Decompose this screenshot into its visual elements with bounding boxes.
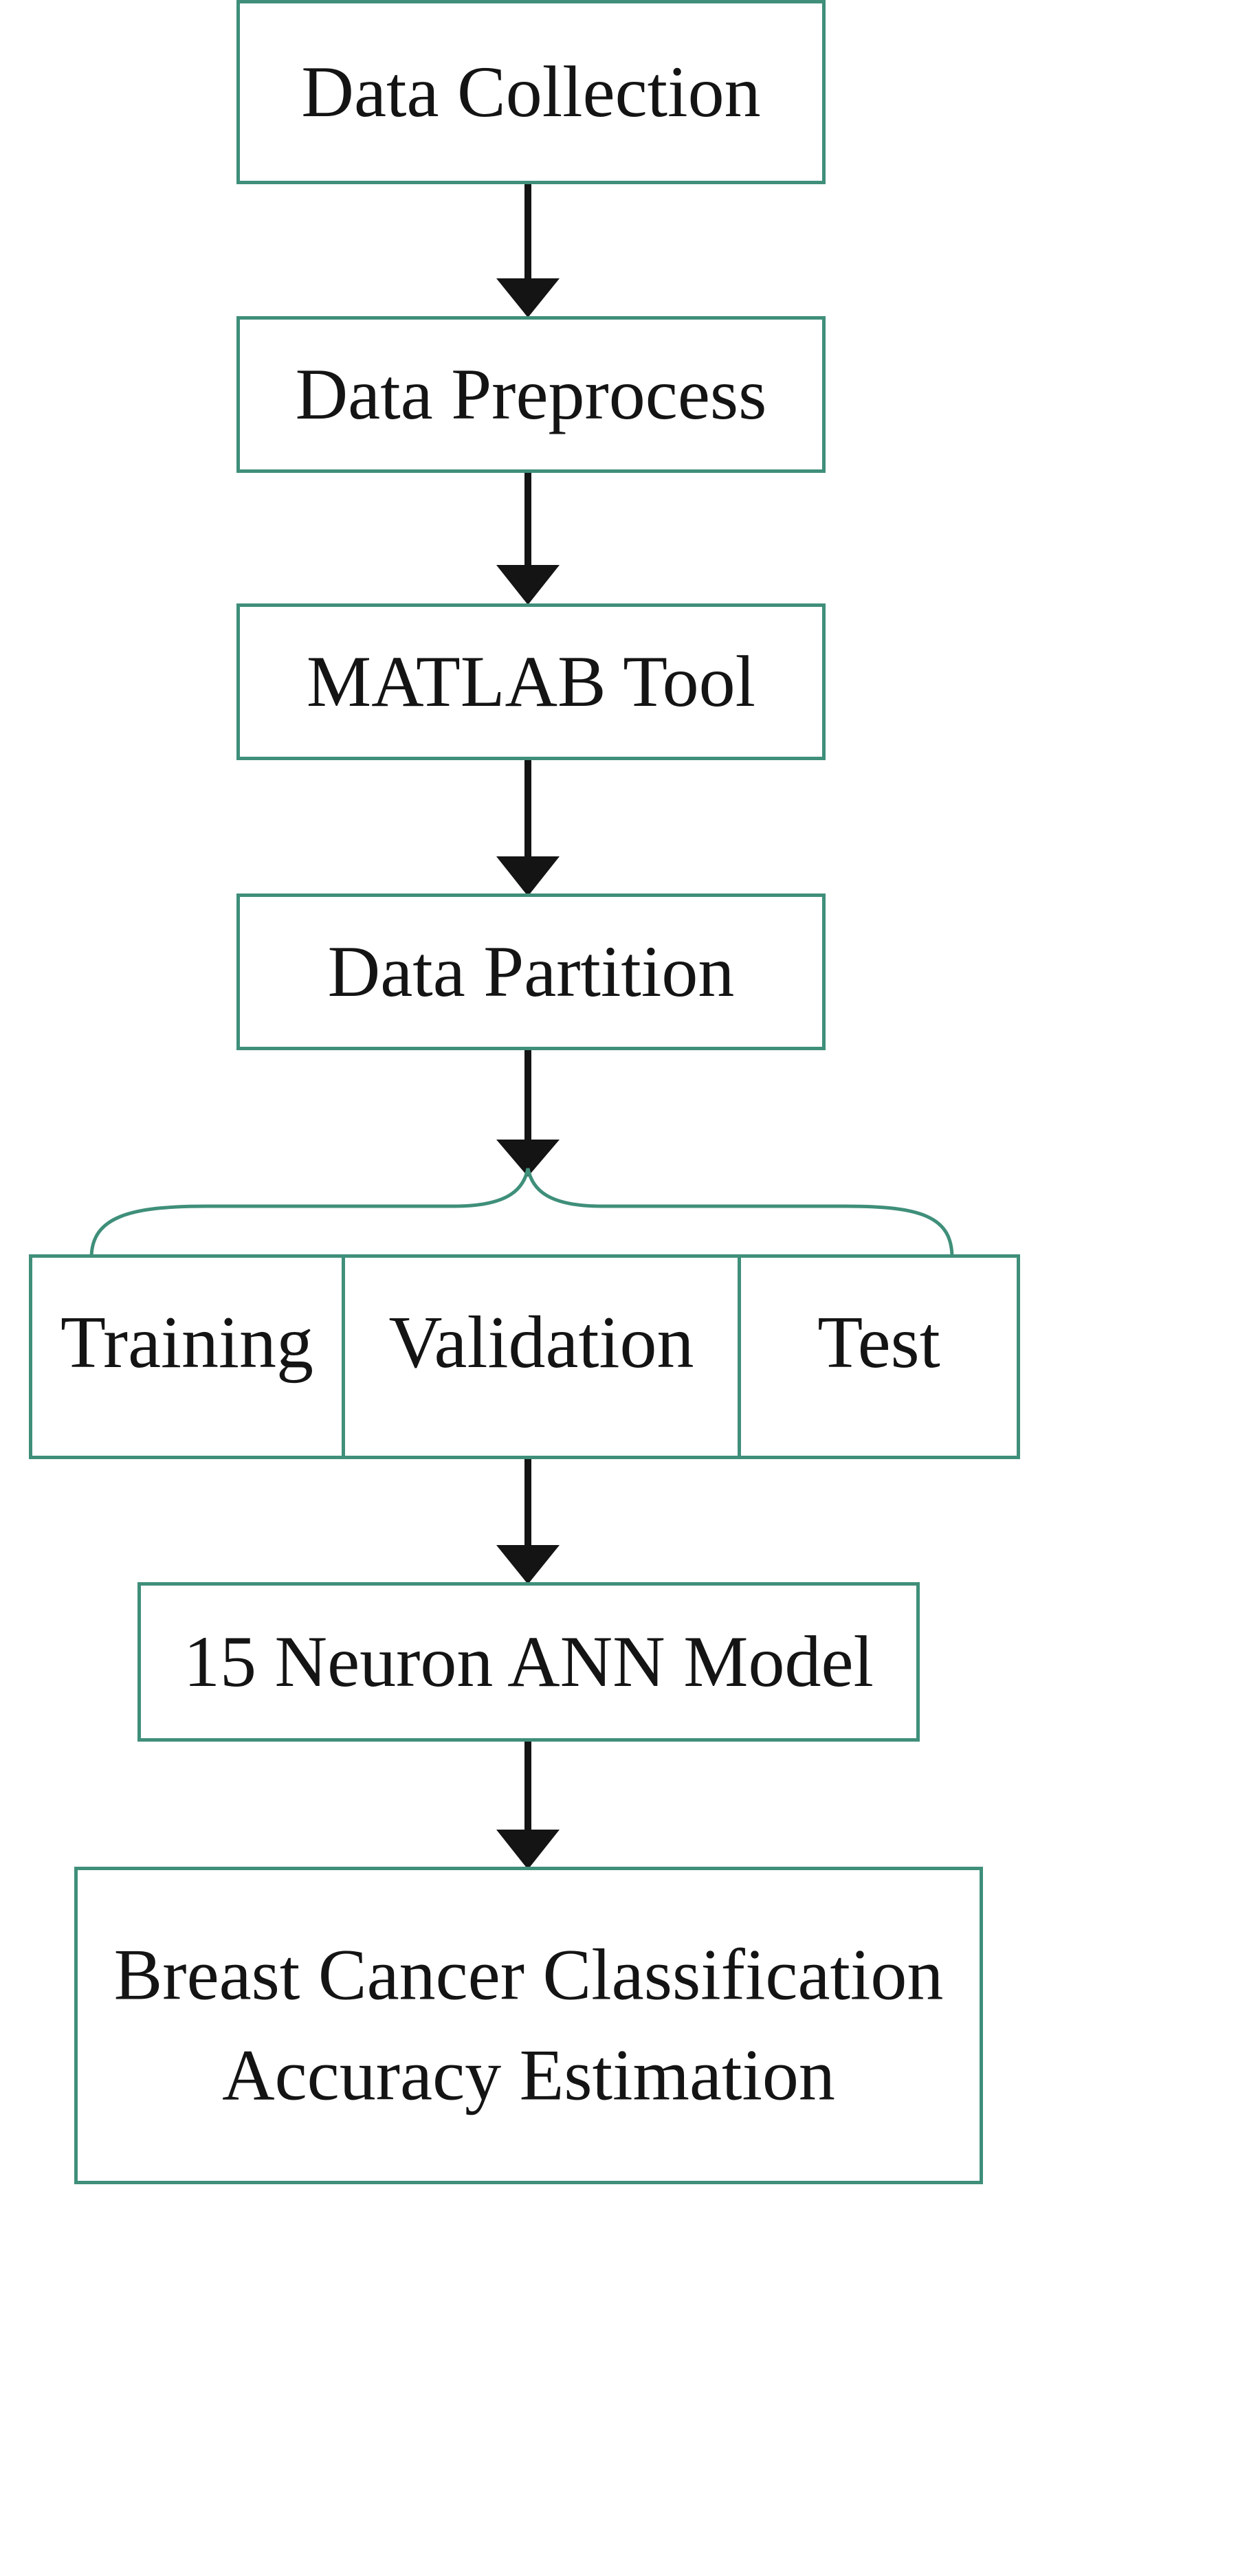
data-collection-box: Data Collection: [236, 0, 826, 184]
classification-accuracy-box: Breast Cancer Classification Accuracy Es…: [74, 1867, 983, 2184]
arrow-collection-to-preprocess: [496, 182, 560, 318]
classification-accuracy-label: Breast Cancer Classification Accuracy Es…: [78, 1925, 980, 2127]
matlab-tool-label: MATLAB Tool: [306, 641, 756, 722]
accuracy-line: Accuracy Estimation: [222, 2035, 835, 2116]
arrow-model-to-final: [496, 1740, 560, 1869]
training-label: Training: [60, 1302, 314, 1384]
arrow-split-to-model: [496, 1457, 560, 1584]
data-partition-box: Data Partition: [236, 893, 826, 1050]
matlab-tool-box: MATLAB Tool: [236, 603, 826, 760]
partition-brace: [89, 1168, 954, 1258]
data-partition-label: Data Partition: [327, 931, 735, 1012]
partition-split-box: Training Validation Test: [29, 1254, 1020, 1459]
data-preprocess-box: Data Preprocess: [236, 316, 826, 473]
classification-line: Breast Cancer Classification: [113, 1934, 944, 2015]
arrow-matlab-to-partition: [496, 759, 560, 896]
validation-label: Validation: [388, 1302, 694, 1384]
arrow-partition-to-split: [496, 1049, 560, 1177]
split-divider-1: [342, 1258, 345, 1456]
split-divider-2: [738, 1258, 741, 1456]
ann-model-box: 15 Neuron ANN Model: [137, 1582, 920, 1742]
data-collection-label: Data Collection: [301, 52, 761, 132]
arrow-preprocess-to-matlab: [496, 471, 560, 605]
data-preprocess-label: Data Preprocess: [295, 354, 767, 434]
ann-model-label: 15 Neuron ANN Model: [184, 1621, 874, 1702]
test-label: Test: [817, 1302, 940, 1384]
